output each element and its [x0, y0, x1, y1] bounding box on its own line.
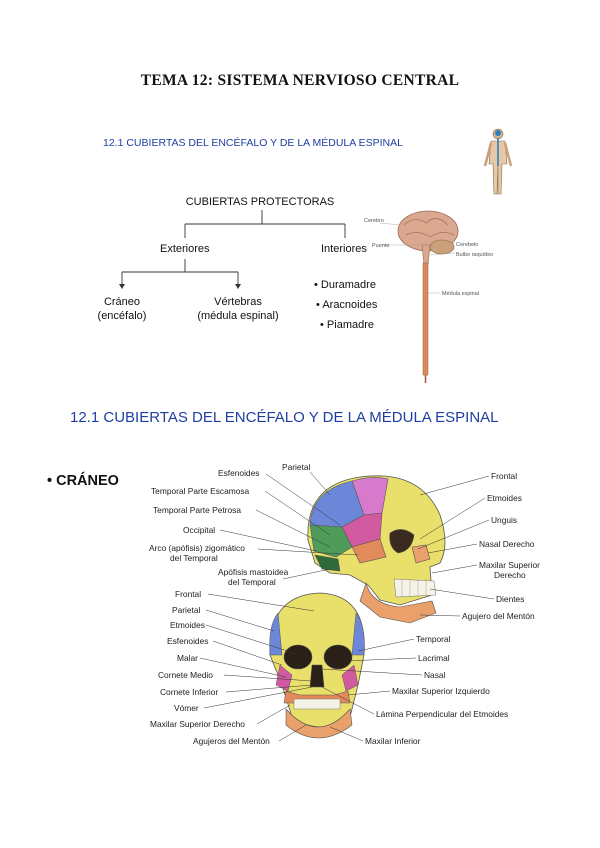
- tree-item-line: Vértebras: [214, 296, 262, 308]
- label-lamina-perpendicular: Lámina Perpendicular del Etmoides: [376, 709, 508, 719]
- page-title: TEMA 12: SISTEMA NERVIOSO CENTRAL: [140, 72, 460, 89]
- label-unguis: Unguis: [491, 515, 517, 525]
- label-parietal-lateral: Parietal: [282, 462, 311, 472]
- label-maxilar-inferior: Maxilar Inferior: [365, 736, 421, 746]
- label-arco-zigomatico-2: del Temporal: [170, 553, 218, 563]
- label-temporal-escamosa: Temporal Parte Escamosa: [151, 486, 250, 496]
- brain-label-cerebelo: Cerebelo: [456, 242, 478, 248]
- tree-right-node: Interiores: [321, 243, 367, 255]
- label-agujero-menton: Agujero del Mentón: [462, 611, 535, 621]
- brain-label-puente: Puente: [372, 243, 389, 249]
- label-malar: Malar: [177, 653, 198, 663]
- brain-spinal-cord-illustration: Cerebro Puente Cerebelo Bulbo raquídeo M…: [364, 210, 493, 383]
- brain-label-medula: Médula espinal: [442, 291, 479, 297]
- tree-item-duramadre: • Duramadre: [314, 279, 376, 291]
- skull-diagram: Esfenoides Parietal Temporal Parte Escam…: [149, 462, 540, 746]
- label-esfenoides-lateral: Esfenoides: [218, 468, 259, 478]
- tree-item-line: (médula espinal): [197, 310, 279, 322]
- tree-item-label: Duramadre: [320, 279, 376, 291]
- tree-item-craneo: Cráneo (encéfalo): [82, 295, 162, 323]
- label-cornete-medio: Cornete Medio: [158, 670, 213, 680]
- label-maxilar-sup-derecho: Maxilar Superior Derecho: [150, 719, 245, 729]
- label-nasal-derecho: Nasal Derecho: [479, 539, 535, 549]
- label-apofisis-mastoidea: Apófisis mastoidea: [218, 567, 289, 577]
- label-etmoides-lateral: Etmoides: [487, 493, 522, 503]
- label-nasal-front: Nasal: [424, 670, 446, 680]
- label-temporal-front: Temporal: [416, 634, 451, 644]
- tree-item-aracnoides: • Aracnoides: [316, 299, 378, 311]
- tree-item-label: Piamadre: [326, 319, 374, 331]
- label-lacrimal: Lacrimal: [418, 653, 450, 663]
- skull-frontal-drawing: [269, 592, 365, 739]
- label-etmoides-front: Etmoides: [170, 620, 205, 630]
- label-maxilar-superior: Maxilar Superior: [479, 560, 540, 570]
- label-cornete-inferior: Cornete Inferior: [160, 687, 218, 697]
- tree-item-label: Aracnoides: [322, 299, 378, 311]
- brain-label-bulbo: Bulbo raquídeo: [456, 252, 493, 258]
- label-frontal-front: Frontal: [175, 589, 201, 599]
- craneo-heading: • CRÁNEO: [47, 473, 119, 489]
- section-heading-small: 12.1 CUBIERTAS DEL ENCÉFALO Y DE LA MÉDU…: [103, 137, 403, 149]
- label-esfenoides-front: Esfenoides: [167, 636, 208, 646]
- label-agujeros-menton: Agujeros del Mentón: [193, 736, 270, 746]
- label-occipital: Occipital: [183, 525, 215, 535]
- tree-left-node: Exteriores: [160, 243, 210, 255]
- label-maxilar-sup-izquierdo: Maxilar Superior Izquierdo: [392, 686, 490, 696]
- human-body-icon: [483, 128, 513, 195]
- tree-item-piamadre: • Piamadre: [320, 319, 374, 331]
- label-maxilar-superior-2: Derecho: [494, 570, 526, 580]
- label-arco-zigomatico: Arco (apófisis) zigomático: [149, 543, 245, 553]
- brain-label-cerebro: Cerebro: [364, 218, 384, 224]
- tree-root: CUBIERTAS PROTECTORAS: [185, 196, 335, 208]
- label-apofisis-mastoidea-2: del Temporal: [228, 577, 276, 587]
- section-heading-large: 12.1 CUBIERTAS DEL ENCÉFALO Y DE LA MÉDU…: [70, 409, 499, 426]
- label-temporal-petrosa: Temporal Parte Petrosa: [153, 505, 241, 515]
- label-frontal-lateral: Frontal: [491, 471, 517, 481]
- skull-lateral-drawing: [307, 475, 446, 624]
- label-vomer: Vómer: [174, 703, 199, 713]
- tree-item-line: (encéfalo): [97, 310, 147, 322]
- label-dientes: Dientes: [496, 594, 524, 604]
- leader-lines: [199, 471, 495, 742]
- tree-item-line: Cráneo: [103, 296, 141, 308]
- label-parietal-front: Parietal: [172, 605, 201, 615]
- tree-item-vertebras: Vértebras (médula espinal): [188, 295, 288, 323]
